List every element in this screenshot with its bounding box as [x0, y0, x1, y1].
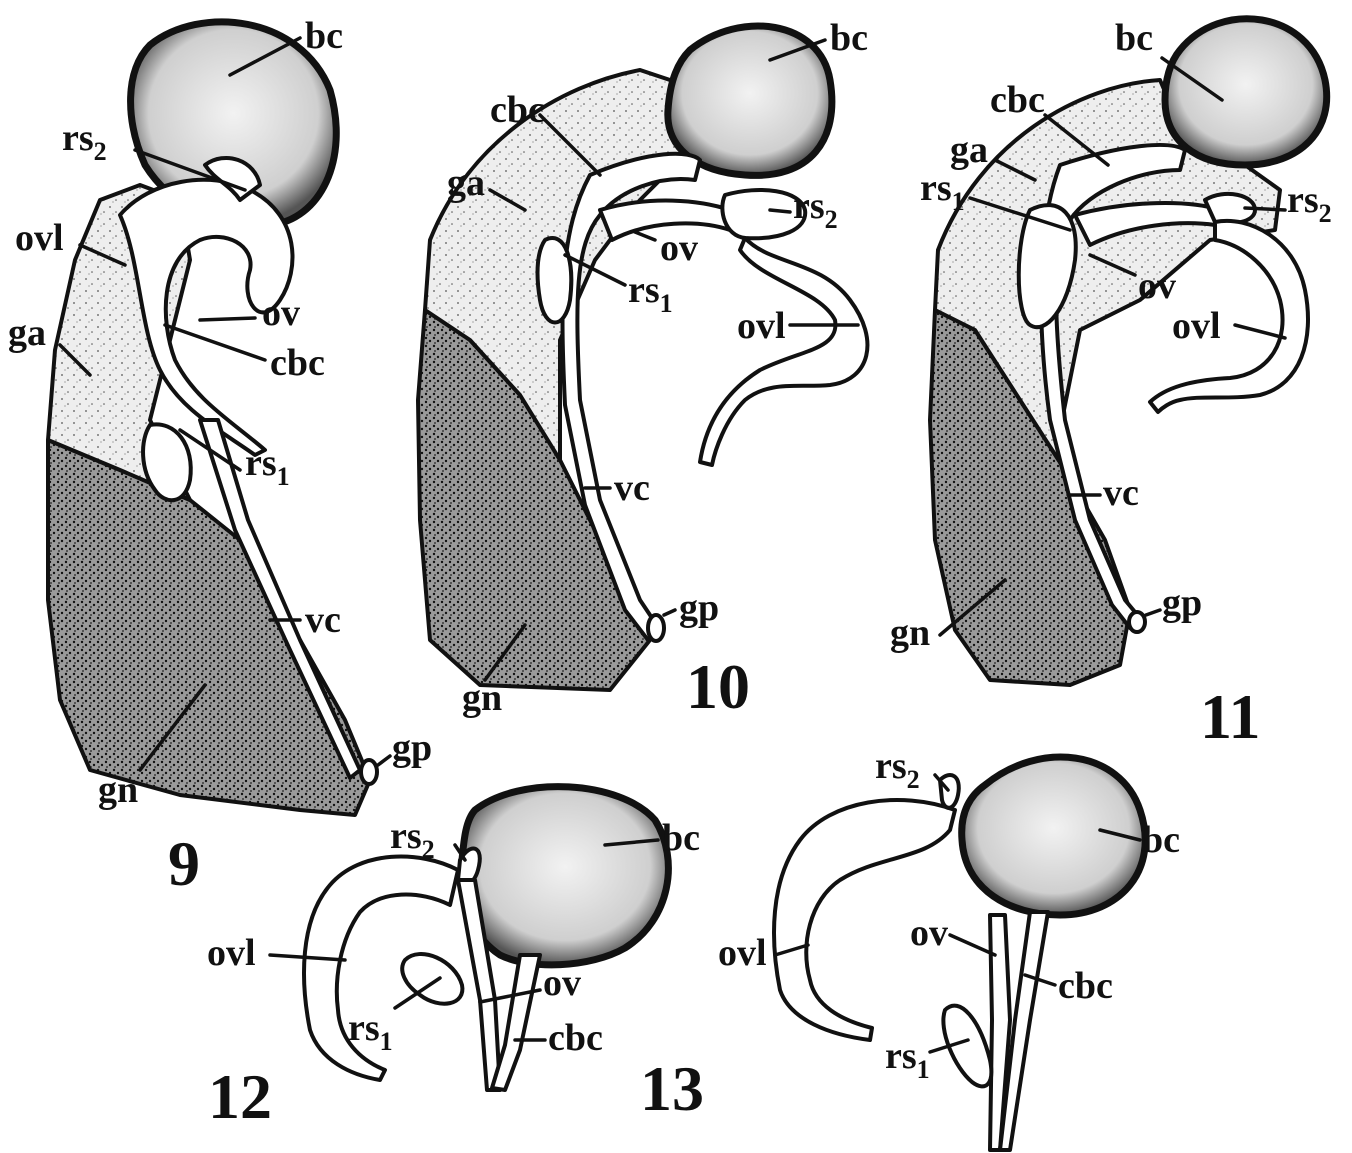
fig9-leader-gp [378, 756, 390, 765]
fig10-label-gn: gn [462, 677, 502, 719]
fig9-label-gp: gp [392, 727, 432, 769]
fig12-copulatory-bursa-canal [492, 955, 540, 1090]
fig9-label-rs1: rs1 [245, 442, 290, 491]
fig9-leader-ov [200, 318, 255, 320]
fig10-label-rs1: rs1 [628, 269, 673, 318]
fig9-label-rs2: rs2 [62, 117, 107, 166]
fig10-oviduct-loop [700, 238, 867, 465]
fig10-receptaculum-1 [538, 238, 572, 322]
figure-9: bc rs2 ovl ov cbc ga rs1 vc gn gp 9 [8, 15, 432, 899]
fig9-label-gn: gn [98, 769, 138, 811]
figure-11: bc cbc ga rs1 rs2 ov ovl vc gn gp 11 [890, 17, 1332, 752]
fig11-genital-pore [1129, 612, 1145, 632]
fig11-label-rs1: rs1 [920, 167, 965, 216]
figure-13: rs2 bc ov ovl cbc rs1 13 [640, 745, 1180, 1150]
fig13-label-ovl: ovl [718, 932, 767, 974]
fig10-label-gp: gp [679, 587, 719, 629]
fig13-receptaculum-2 [940, 775, 959, 808]
fig13-number: 13 [640, 1053, 704, 1124]
fig11-label-ga: ga [950, 129, 988, 171]
fig10-label-ovl: ovl [737, 305, 786, 347]
fig9-number: 9 [168, 828, 200, 899]
fig11-label-ovl: ovl [1172, 305, 1221, 347]
fig11-label-cbc: cbc [990, 79, 1045, 121]
fig10-bursa-copulatrix [668, 26, 832, 175]
fig9-label-ga: ga [8, 312, 46, 354]
fig11-bursa-copulatrix [1165, 19, 1327, 165]
fig11-label-vc: vc [1103, 472, 1139, 514]
fig11-leader-gp [1146, 610, 1160, 615]
fig10-label-rs2: rs2 [793, 185, 838, 234]
fig10-number: 10 [686, 651, 750, 722]
fig9-label-cbc: cbc [270, 342, 325, 384]
fig9-label-ov: ov [262, 292, 300, 334]
fig10-leader-gp [664, 610, 675, 615]
fig10-label-ga: ga [447, 162, 485, 204]
fig13-label-rs2: rs2 [875, 745, 920, 794]
figure-10: bc cbc ga rs2 ov rs1 ovl vc gp gn 10 [418, 17, 868, 722]
fig13-leader-ov [950, 935, 995, 955]
fig11-leader-rs2 [1245, 208, 1285, 210]
fig12-number: 12 [208, 1061, 272, 1132]
fig11-number: 11 [1200, 681, 1260, 752]
fig9-label-bc: bc [305, 15, 343, 57]
fig13-label-cbc: cbc [1058, 965, 1113, 1007]
fig12-label-bc: bc [662, 817, 700, 859]
fig13-label-bc: bc [1142, 819, 1180, 861]
fig11-label-gn: gn [890, 612, 930, 654]
fig12-label-cbc: cbc [548, 1017, 603, 1059]
fig12-bursa-copulatrix [462, 787, 669, 965]
fig10-leader-rs2 [770, 210, 790, 212]
fig9-leader-cbc [165, 325, 265, 360]
fig10-label-cbc: cbc [490, 89, 545, 131]
fig11-label-ov: ov [1138, 265, 1176, 307]
fig10-label-vc: vc [614, 467, 650, 509]
fig13-label-rs1: rs1 [885, 1035, 930, 1084]
fig10-label-ov: ov [660, 227, 698, 269]
fig10-label-bc: bc [830, 17, 868, 59]
fig12-label-rs2: rs2 [390, 815, 435, 864]
fig11-label-bc: bc [1115, 17, 1153, 59]
fig11-leader-ovl [1235, 325, 1285, 338]
fig10-leader-ov [635, 232, 655, 240]
fig11-label-rs2: rs2 [1287, 179, 1332, 228]
fig9-genital-pore [361, 760, 377, 784]
fig12-label-ov: ov [543, 962, 581, 1004]
fig9-label-ovl: ovl [15, 217, 64, 259]
fig11-label-gp: gp [1162, 582, 1202, 624]
figure-12: rs2 bc ovl ov rs1 cbc 12 [207, 787, 700, 1132]
fig13-label-ov: ov [910, 912, 948, 954]
fig9-label-vc: vc [305, 599, 341, 641]
fig12-label-ovl: ovl [207, 932, 256, 974]
fig12-label-rs1: rs1 [348, 1007, 393, 1056]
fig10-genital-pore [648, 615, 664, 641]
